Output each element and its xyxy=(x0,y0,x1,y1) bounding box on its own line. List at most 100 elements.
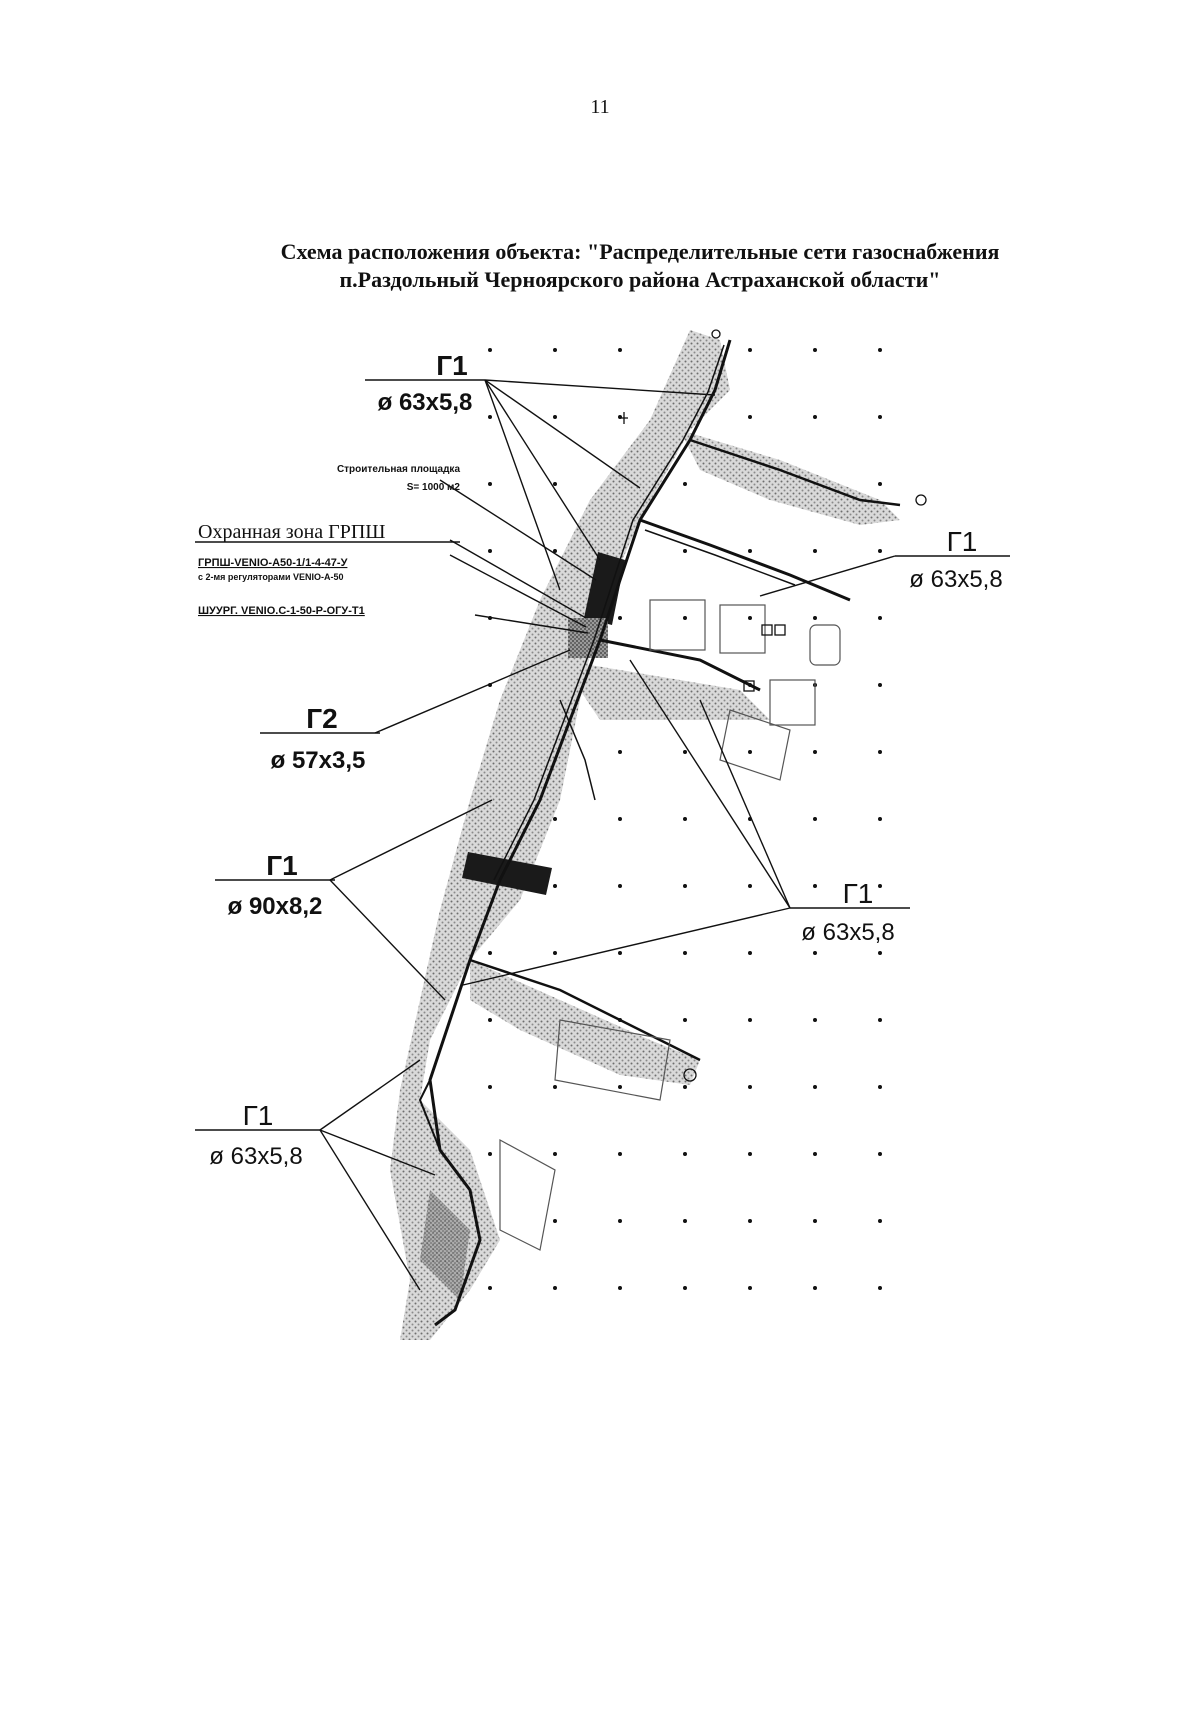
pipe-size: ø 90x8,2 xyxy=(228,893,323,920)
grid-dot xyxy=(553,482,557,486)
grid-dot xyxy=(618,616,622,620)
grid-dot xyxy=(748,750,752,754)
pipe-code: Г1 xyxy=(843,878,874,909)
grid-dot xyxy=(748,951,752,955)
marker-square-icon xyxy=(743,680,755,692)
grid-dot xyxy=(748,1085,752,1089)
grid-dot xyxy=(618,817,622,821)
grid-dot xyxy=(878,1286,882,1290)
grid-dot xyxy=(748,1219,752,1223)
grid-dot xyxy=(813,616,817,620)
plan-symbols xyxy=(620,329,927,1082)
grid-dot xyxy=(683,750,687,754)
grid-dot xyxy=(878,683,882,687)
grid-dot xyxy=(748,884,752,888)
scheme-title: Схема расположения объекта: "Распределит… xyxy=(160,238,1120,294)
grid-dot xyxy=(553,1286,557,1290)
regulator-note-label: с 2-мя регуляторами VENIO-A-50 xyxy=(198,572,344,582)
grid-dot xyxy=(813,884,817,888)
grid-dot xyxy=(813,348,817,352)
grid-dot xyxy=(683,1152,687,1156)
grid-dot xyxy=(553,1219,557,1223)
grid-dot xyxy=(618,1286,622,1290)
grid-dot xyxy=(813,549,817,553)
grid-dot xyxy=(813,817,817,821)
grid-dot xyxy=(813,415,817,419)
pipe-size: ø 63x5,8 xyxy=(209,1143,302,1170)
gas-pipeline xyxy=(418,339,901,1327)
grid-dot xyxy=(748,415,752,419)
grid-dot xyxy=(553,884,557,888)
title-line-2: п.Раздольный Черноярского района Астраха… xyxy=(339,267,941,292)
grid-dot xyxy=(878,482,882,486)
grid-dot xyxy=(813,1018,817,1022)
valve-symbol-icon xyxy=(915,494,927,506)
grid-dot xyxy=(683,482,687,486)
pipe-label-right-lower: Г1 ø 63x5,8 xyxy=(801,878,894,946)
grid-dot xyxy=(488,1018,492,1022)
grid-dot xyxy=(683,951,687,955)
grid-dot xyxy=(618,1219,622,1223)
pipe-code: Г1 xyxy=(436,350,467,381)
grid-dot xyxy=(618,951,622,955)
grid-dot xyxy=(683,1018,687,1022)
grid-dot xyxy=(488,482,492,486)
pipe-label-top-left: Г1 ø 63x5,8 xyxy=(378,350,473,416)
pipe-code: Г1 xyxy=(947,526,978,557)
endpoint-symbol-icon xyxy=(711,329,721,339)
grid-dot xyxy=(878,1152,882,1156)
pipe-size: ø 63x5,8 xyxy=(378,389,473,416)
building-outlines xyxy=(499,599,841,1251)
grid-dot xyxy=(878,616,882,620)
grid-dot xyxy=(878,884,882,888)
construction-site-label: Строительная площадка xyxy=(337,464,461,475)
grid-dot xyxy=(488,1286,492,1290)
grid-dot xyxy=(618,1152,622,1156)
grid-dot xyxy=(878,415,882,419)
grid-dot xyxy=(813,1219,817,1223)
grid-dot xyxy=(748,1018,752,1022)
marker-square-icon xyxy=(774,624,786,636)
pipe-label-mid-left: Г1 ø 90x8,2 xyxy=(228,850,323,920)
grid-dot xyxy=(618,750,622,754)
pipe-size: ø 57x3,5 xyxy=(271,747,366,774)
grid-dot xyxy=(813,951,817,955)
pipe-code: Г1 xyxy=(243,1100,274,1131)
grid-dot xyxy=(488,1152,492,1156)
grid-dot xyxy=(488,1085,492,1089)
legend-labels: Строительная площадка S= 1000 м2 Охранна… xyxy=(198,464,460,617)
grid-dot xyxy=(553,951,557,955)
grid-dot xyxy=(813,1152,817,1156)
pipe-size: ø 63x5,8 xyxy=(909,566,1002,593)
marker-square-icon xyxy=(761,624,773,636)
grid-dot xyxy=(553,1152,557,1156)
protection-zone-label: Охранная зона ГРПШ xyxy=(198,521,385,543)
grid-dot xyxy=(813,1286,817,1290)
grid-dot xyxy=(683,817,687,821)
grid-dot xyxy=(748,1152,752,1156)
grid-dot xyxy=(683,616,687,620)
leader-lines xyxy=(319,379,896,1291)
pipe-size: ø 63x5,8 xyxy=(801,919,894,946)
title-line-1: Схема расположения объекта: "Распределит… xyxy=(280,239,1000,264)
grid-dot xyxy=(488,415,492,419)
grid-dot xyxy=(683,1085,687,1089)
grid-dot xyxy=(878,549,882,553)
grid-dot xyxy=(618,348,622,352)
grid-dot xyxy=(488,348,492,352)
grid-dot xyxy=(618,884,622,888)
grid-dot xyxy=(553,817,557,821)
pipe-label-right-upper: Г1 ø 63x5,8 xyxy=(909,526,1002,593)
shuurg-model-label: ШУУРГ. VENIO.C-1-50-Р-ОГУ-Т1 xyxy=(198,605,365,617)
grid-dot xyxy=(748,549,752,553)
grid-dot xyxy=(878,1085,882,1089)
pipe-label-g2: Г2 ø 57x3,5 xyxy=(271,703,366,774)
grid-dot xyxy=(488,549,492,553)
grid-dot xyxy=(878,348,882,352)
grid-dot xyxy=(878,750,882,754)
label-underlines xyxy=(195,379,1010,1131)
grid-dot xyxy=(488,951,492,955)
grid-dot xyxy=(683,884,687,888)
pipe-label-bottom-left: Г1 ø 63x5,8 xyxy=(209,1100,302,1170)
